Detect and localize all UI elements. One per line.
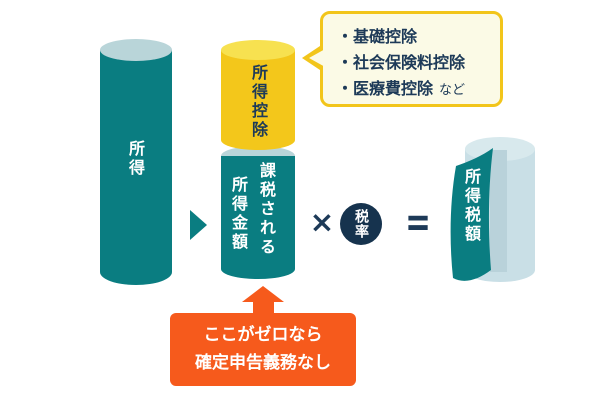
callout-item-medical-deduction-text: ・医療費控除 [337,79,434,98]
callout-item-medical-deduction: ・医療費控除など [337,76,492,104]
tax-rate-circle: 税率 [340,203,382,245]
callout-etc-text: など [439,83,466,98]
deduction-cylinder [221,50,295,150]
tax-amount-ribbon [450,148,493,281]
income-cylinder [100,50,172,285]
taxable-label-right-column: 課税される [257,162,276,257]
tax-amount-cylinder-inner-wall [490,150,507,272]
multiply-sign: × [309,205,335,240]
taxable-cylinder [221,156,295,279]
note-arrow-stem [253,300,274,316]
deduction-cylinder-top [221,40,295,60]
note-line-1: ここがゼロなら [203,325,323,346]
note-box: ここがゼロなら 確定申告義務なし [170,313,356,386]
note-line-2: 確定申告義務なし [195,352,331,373]
income-cylinder-top [100,39,172,61]
equals-sign: = [405,196,431,247]
taxable-label-left-column: 所得金額 [229,176,248,252]
deduction-label: 所得控除 [249,64,268,140]
income-label: 所得 [126,140,145,178]
note-arrow-icon [242,286,284,302]
flow-arrow-icon [190,210,207,240]
callout-tail-fill [309,48,327,68]
callout-box: ・基礎控除 ・社会保険料控除 ・医療費控除など [320,11,503,107]
callout-item-social-insurance-deduction: ・社会保険料控除 [337,53,466,72]
tax-amount-label: 所得税額 [462,168,481,244]
callout-item-basic-deduction: ・基礎控除 [337,27,418,46]
tax-rate-label: 税率 [353,209,369,239]
